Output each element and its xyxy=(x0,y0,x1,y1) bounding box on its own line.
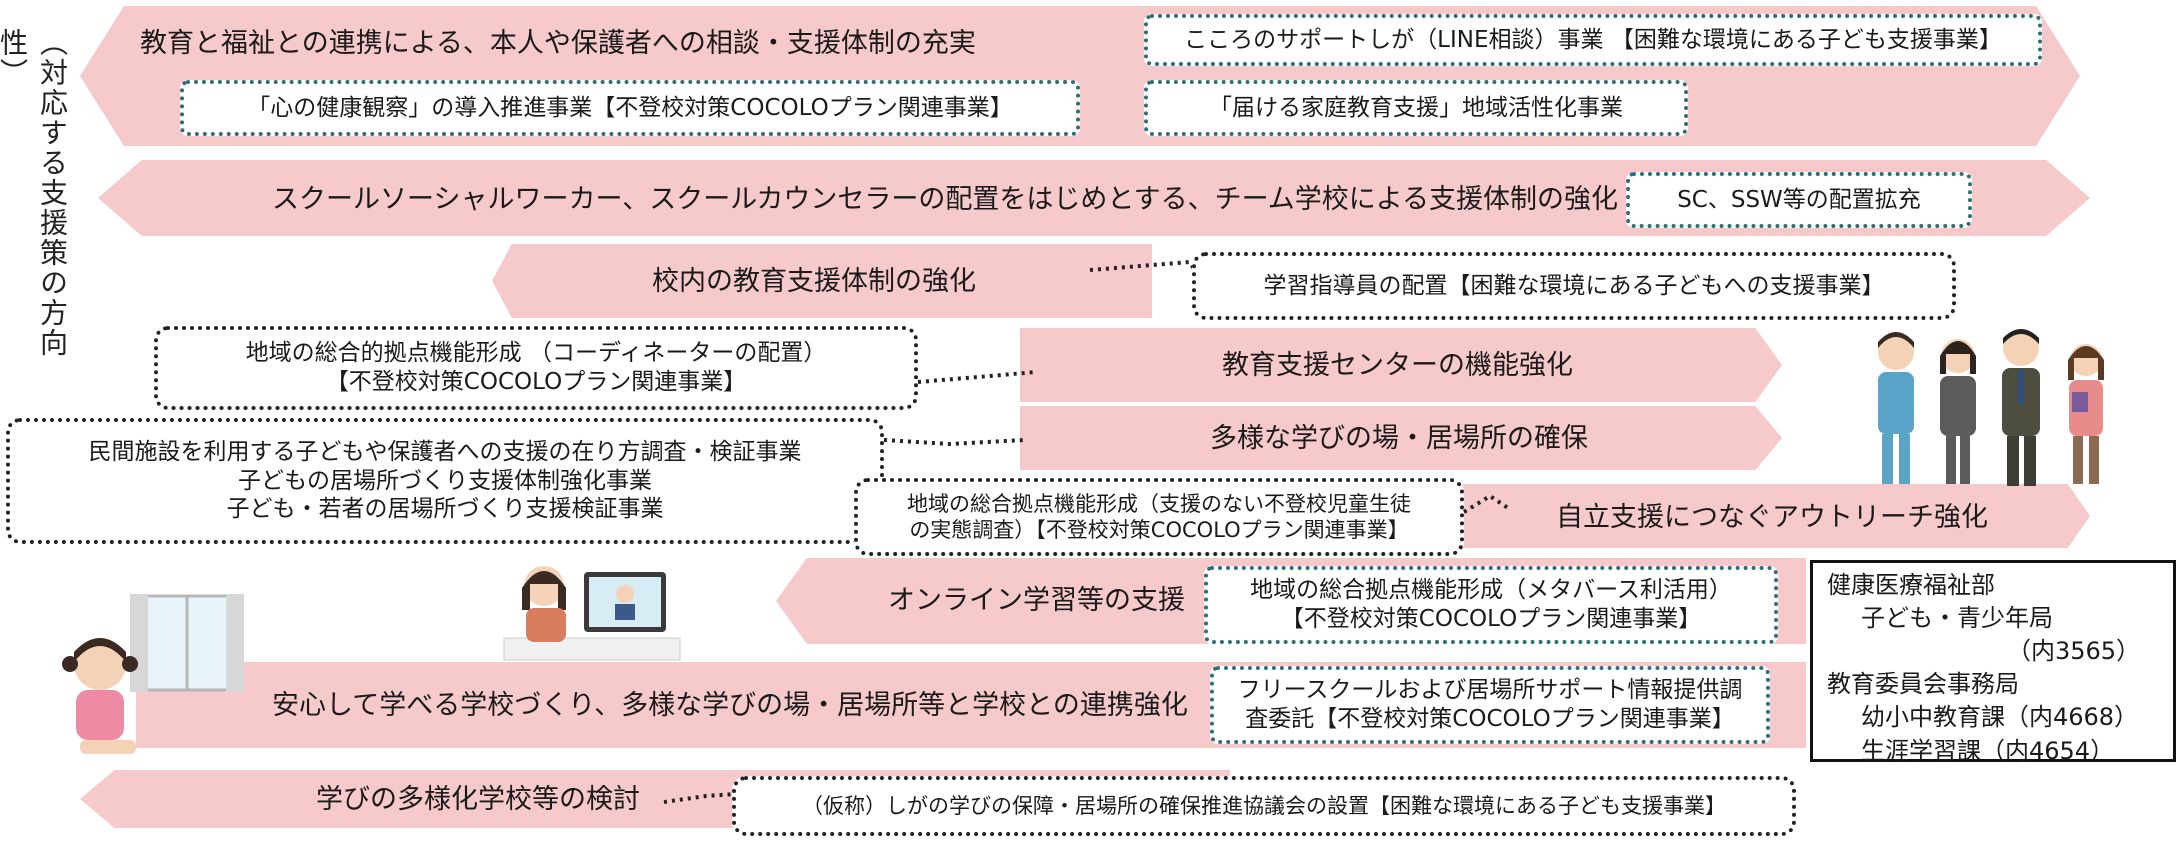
row-5-title: 多様な学びの場・居場所の確保 xyxy=(1210,423,1588,454)
contact-bureau-1: 子ども・青少年局 xyxy=(1861,604,2053,633)
contact-ext-1: （内3565） xyxy=(2007,637,2141,666)
row-2-title: スクールソーシャルワーカー、スクールカウンセラーの配置をはじめとする、チーム学校… xyxy=(272,184,1618,215)
row-1-title: 教育と福祉との連携による、本人や保護者への相談・支援体制の充実 xyxy=(140,28,976,59)
staff-figure-4 xyxy=(2068,344,2104,484)
row-9-box-council: （仮称）しがの学びの保障・居場所の確保推進協議会の設置【困難な環境にある子ども支… xyxy=(732,776,1796,836)
contact-section-1: 幼小中教育課（内4668） xyxy=(1861,703,2139,732)
row-1-box-line-consult: こころのサポートしが（LINE相談）事業 【困難な環境にある子ども支援事業】 xyxy=(1144,14,2042,66)
row-7-box-line-1: 地域の総合拠点機能形成（メタバース利活用） xyxy=(1250,577,1732,604)
row-7-box-metaverse: 地域の総合拠点機能形成（メタバース利活用） 【不登校対策COCOLOプラン関連事… xyxy=(1204,566,1778,644)
row-5-box-line-2: 子どもの居場所づくり支援体制強化事業 xyxy=(238,467,652,494)
row-2-box-sc-ssw: SC、SSW等の配置拡充 xyxy=(1626,172,1972,228)
contact-dept-1: 健康医療福祉部 xyxy=(1827,571,1995,599)
row-1-box-health-observation: 「心の健康観察」の導入推進事業【不登校対策COCOLOプラン関連事業】 xyxy=(180,80,1080,136)
row-7-title: オンライン学習等の支援 xyxy=(888,585,1185,616)
row-6-title: 自立支援につなぐアウトリーチ強化 xyxy=(1556,502,1988,533)
child-illustration xyxy=(62,638,138,754)
band-row-4 xyxy=(1020,328,1782,402)
row-9-box-text: （仮称）しがの学びの保障・居場所の確保推進協議会の設置【困難な環境にある子ども支… xyxy=(802,793,1726,818)
band-row-3 xyxy=(492,244,1152,318)
row-5-box-ibasho: 民間施設を利用する子どもや保護者への支援の在り方調査・検証事業 子どもの居場所づ… xyxy=(6,418,884,544)
row-3-box-learning-instructor: 学習指導員の配置【困難な環境にある子どもへの支援事業】 xyxy=(1192,252,1956,320)
row-8-box-line-1: フリースクールおよび居場所サポート情報提供調 xyxy=(1237,677,1743,704)
row-7-box-line-2: 【不登校対策COCOLOプラン関連事業】 xyxy=(1280,606,1702,632)
row-1-box-family-education: 「届ける家庭教育支援」地域活性化事業 xyxy=(1144,80,1688,136)
online-study-illustration xyxy=(503,566,681,661)
row-3-title: 校内の教育支援体制の強化 xyxy=(652,266,976,297)
row-4-box-coordinator: 地域の総合的拠点機能形成 （コーディネーターの配置） 【不登校対策COCOLOプ… xyxy=(154,326,918,410)
row-5-box-line-1: 民間施設を利用する子どもや保護者への支援の在り方調査・検証事業 xyxy=(88,438,802,465)
row-6-box-line-2: の実態調査）【不登校対策COCOLOプラン関連事業】 xyxy=(909,518,1409,542)
row-4-title: 教育支援センターの機能強化 xyxy=(1222,350,1573,381)
staff-figure-1 xyxy=(1878,332,1914,484)
row-4-box-line-2: 【不登校対策COCOLOプラン関連事業】 xyxy=(325,369,747,395)
row-8-title: 安心して学べる学校づくり、多様な学びの場・居場所等と学校との連携強化 xyxy=(272,690,1188,721)
row-9-title: 学びの多様化学校等の検討 xyxy=(316,784,640,815)
contact-section-2: 生涯学習課（内4654） xyxy=(1861,736,2115,765)
side-label: （対応する支援策の方向性） xyxy=(0,28,69,358)
row-8-box-line-2: 査委託【不登校対策COCOLOプラン関連事業】 xyxy=(1245,706,1735,732)
row-5-box-line-3: 子ども・若者の居場所づくり支援検証事業 xyxy=(226,496,664,523)
row-6-box-line-1: 地域の総合拠点機能形成（支援のない不登校児童生徒 xyxy=(907,491,1411,516)
window-illustration xyxy=(130,594,244,692)
contact-box: 健康医療福祉部 子ども・青少年局 （内3565） 教育委員会事務局 幼小中教育課… xyxy=(1810,560,2176,765)
row-4-box-line-1: 地域の総合的拠点機能形成 （コーディネーターの配置） xyxy=(245,340,827,367)
staff-figure-3 xyxy=(2002,329,2040,486)
band-row-6 xyxy=(1458,484,2090,548)
contact-dept-2: 教育委員会事務局 xyxy=(1827,670,2019,699)
row-8-box-free-school: フリースクールおよび居場所サポート情報提供調 査委託【不登校対策COCOLOプラ… xyxy=(1210,666,1770,744)
staff-figure-2 xyxy=(1940,339,1976,484)
row-6-box-outreach-survey: 地域の総合拠点機能形成（支援のない不登校児童生徒 の実態調査）【不登校対策COC… xyxy=(854,478,1464,556)
band-row-5 xyxy=(1020,406,1782,470)
row-3-box-text: 学習指導員の配置【困難な環境にある子どもへの支援事業】 xyxy=(1263,272,1885,299)
staff-illustration xyxy=(1878,329,2104,486)
